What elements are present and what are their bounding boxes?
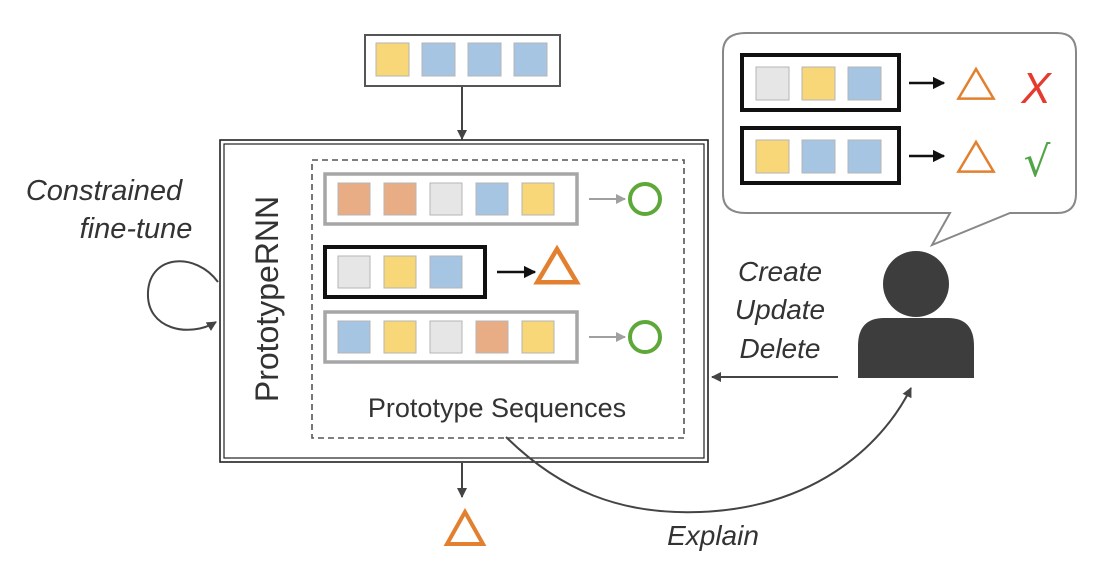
prototype-row [323, 310, 662, 364]
model-box-inner [223, 143, 705, 459]
sequence-cell-orange [383, 182, 417, 216]
sequence-cell-yellow [755, 139, 790, 174]
sequence-cell-gray [755, 66, 790, 101]
model-box-outer [219, 139, 709, 463]
constrained-label-line2: fine-tune [80, 213, 193, 245]
fine-tune-loop-arrow [146, 260, 219, 331]
sequence-cell-blue [513, 42, 548, 77]
feedback-row-wrong [740, 53, 996, 112]
sequence-cell-yellow [383, 255, 417, 289]
circle-icon [628, 182, 662, 216]
triangle-icon [956, 139, 996, 173]
right-mark: √ [1024, 137, 1051, 186]
sequence-cell-blue [337, 320, 371, 354]
input-sequence [364, 34, 561, 87]
prototype-row [323, 172, 662, 226]
sequence-cell-gray [337, 255, 371, 289]
sequence-cell-gray [429, 182, 463, 216]
sequence-cell-gray [429, 320, 463, 354]
delete-label: Delete [740, 333, 821, 364]
explain-curve-arrow [505, 387, 912, 514]
sequence-cell-yellow [801, 66, 836, 101]
sequence-cell-blue [847, 66, 882, 101]
sequence-cell-orange [475, 320, 509, 354]
triangle-icon [956, 66, 996, 100]
sequence-cell-blue [475, 182, 509, 216]
prototype-row [323, 244, 581, 299]
sequence-cell-blue [421, 42, 456, 77]
sequence-cell-yellow [521, 320, 555, 354]
sequence-cell-blue [847, 139, 882, 174]
prototype-sequences-container [311, 159, 685, 439]
sequence-cell-yellow [521, 182, 555, 216]
explain-label: Explain [667, 520, 759, 551]
wrong-mark: X [1020, 64, 1052, 113]
sequence-cell-orange [337, 182, 371, 216]
sequence-cell-blue [429, 255, 463, 289]
model-name-label: PrototypeRNN [249, 196, 285, 402]
sequence-cell-blue [801, 139, 836, 174]
output-triangle-icon [443, 507, 487, 546]
circle-icon [628, 320, 662, 354]
update-label: Update [735, 294, 825, 325]
sequence-cell-yellow [375, 42, 410, 77]
prototype-list [323, 172, 662, 364]
feedback-list [740, 53, 996, 185]
feedback-row-right [740, 126, 996, 185]
sequence-cell-blue [467, 42, 502, 77]
prototype-sequences-label: Prototype Sequences [368, 393, 626, 423]
person-icon [858, 251, 974, 378]
create-label: Create [738, 256, 822, 287]
constrained-label-line1: Constrained [26, 175, 183, 207]
sequence-cell-yellow [383, 320, 417, 354]
triangle-icon [533, 244, 581, 285]
